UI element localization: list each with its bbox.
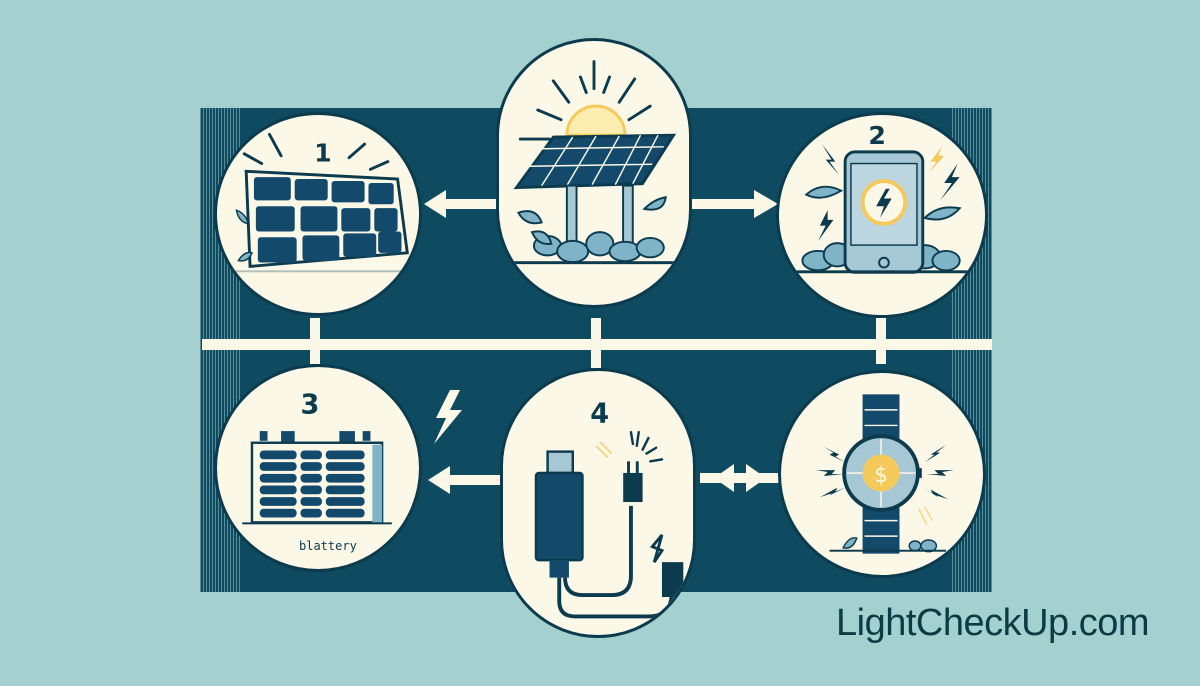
svg-text:2: 2 <box>868 121 886 150</box>
smartphone-charging-icon: 2 <box>779 121 985 274</box>
brand-name: LightCheckUp <box>836 602 1069 644</box>
smartwatch-icon: $ <box>815 394 954 554</box>
vertical-connector-left <box>310 318 320 364</box>
brand-tld: .com <box>1068 602 1150 644</box>
lightning-bolt-icon <box>434 390 462 444</box>
arrow-left-icon <box>428 466 504 494</box>
step-2-smartphone-node: 2 <box>776 112 988 318</box>
smartwatch-node: $ <box>778 370 986 578</box>
battery-icon: 3 <box>242 390 392 525</box>
vertical-connector-center <box>591 318 601 368</box>
step-3-battery-node: 3 blattery <box>214 364 422 572</box>
sun-solar-panel-node <box>496 38 692 308</box>
step-4-usb-power-node: 4 <box>500 368 696 638</box>
battery-label: blattery <box>299 539 357 553</box>
svg-text:4: 4 <box>590 399 609 430</box>
svg-text:$: $ <box>874 463 888 488</box>
brand-watermark: LightCheckUp.com <box>836 602 1150 645</box>
arrow-right-icon <box>692 190 778 218</box>
svg-text:1: 1 <box>314 139 332 168</box>
svg-text:3: 3 <box>301 390 320 421</box>
step-1-solar-panel-node: 1 <box>214 112 422 316</box>
vertical-connector-right <box>876 318 886 364</box>
sun-over-solar-panel-icon <box>508 60 680 265</box>
arrow-left-icon <box>424 190 500 218</box>
usb-power-bank-icon: 4 <box>534 399 684 619</box>
solar-panel-icon: 1 <box>217 132 419 273</box>
double-arrow-icon <box>700 464 780 492</box>
